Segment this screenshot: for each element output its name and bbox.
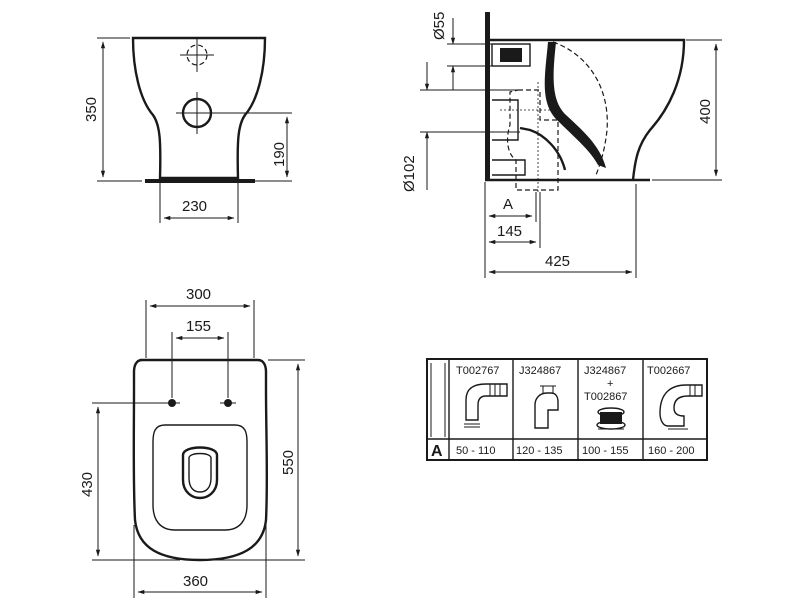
side-inlet-diameter-label: Ø55 (431, 12, 448, 40)
top-length-550-label: 550 (280, 450, 297, 475)
col1-code: T002767 (456, 365, 499, 377)
top-fixing-width-300-label: 300 (186, 286, 211, 303)
side-view-bowl-outline (490, 38, 686, 181)
top-view-bowl-opening (181, 446, 219, 500)
top-view-seat (152, 424, 248, 531)
side-dim-a-label: A (503, 196, 513, 213)
front-outlet-height-190-label: 190 (271, 142, 288, 167)
front-view: 350 190 230 (83, 36, 292, 223)
top-hole-spacing-155-label: 155 (186, 318, 211, 335)
col1-connector-icon (464, 383, 508, 428)
col3-code2: T002867 (584, 391, 627, 403)
col3-connector-icon (596, 407, 626, 430)
col2-range: 120 - 135 (516, 445, 562, 457)
front-view-bowl-outline (131, 36, 267, 180)
top-seat-length-430-label: 430 (79, 472, 96, 497)
col4-connector-icon (659, 384, 703, 430)
top-view: 300 155 550 430 360 (79, 286, 305, 598)
col2-code: J324867 (519, 365, 561, 377)
front-height-350-label: 350 (83, 97, 100, 122)
col4-range: 160 - 200 (648, 445, 694, 457)
connector-table: A T002767 50 - 110 J324867 120 - 135 J32… (426, 358, 708, 461)
top-view-outline (132, 358, 269, 562)
side-view-outlet-pipe (506, 89, 559, 191)
col3-range: 100 - 155 (582, 445, 628, 457)
side-depth-425-label: 425 (545, 253, 570, 270)
side-view-inlet (491, 43, 531, 67)
front-base-width-230-label: 230 (182, 198, 207, 215)
col3-code: J324867 (584, 365, 626, 377)
col3-plus: + (607, 378, 613, 390)
col4-code: T002667 (647, 365, 690, 377)
side-view-rim-channel (552, 41, 608, 176)
side-view-wall (485, 12, 490, 180)
top-width-360-label: 360 (183, 573, 208, 590)
side-outlet-depth-145-label: 145 (497, 223, 522, 240)
side-view: Ø55 Ø102 400 A 145 425 (401, 12, 722, 278)
side-view-trapway (544, 42, 606, 168)
col2-connector-icon (534, 385, 559, 429)
col1-range: 50 - 110 (456, 445, 496, 457)
table-header-hatch (430, 363, 446, 437)
table-row-label-a: A (431, 443, 443, 460)
side-height-400-label: 400 (697, 99, 714, 124)
side-outlet-diameter-label: Ø102 (401, 155, 418, 192)
